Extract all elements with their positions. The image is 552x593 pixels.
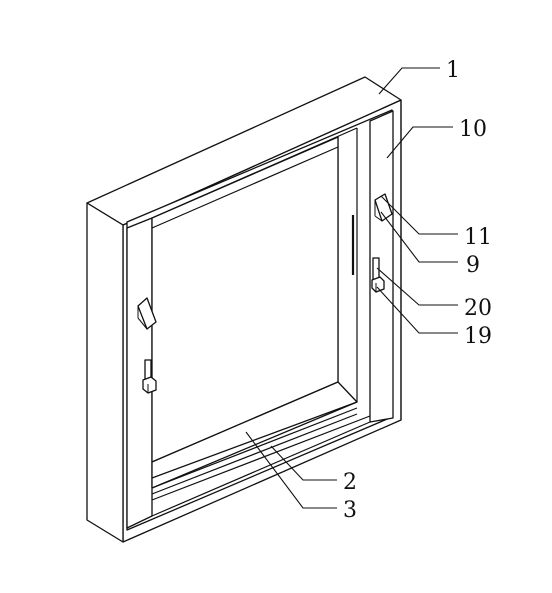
track-rail-line-1 [151, 407, 358, 489]
track-rail-line-3 [151, 415, 371, 501]
left-bracket-body [137, 297, 157, 330]
label-2: 2 [343, 470, 357, 495]
leader-10 [386, 126, 453, 159]
left-latch [142, 359, 157, 394]
leader-19 [376, 286, 458, 334]
label-10: 10 [459, 117, 487, 142]
label-11: 11 [464, 225, 492, 250]
left-bracket [137, 297, 157, 330]
leader-lines [245, 67, 458, 509]
leader-11 [380, 195, 458, 235]
right-rail-face [369, 110, 394, 423]
label-3: 3 [343, 498, 357, 523]
left-latch-block [142, 376, 157, 394]
label-1: 1 [446, 58, 460, 83]
leader-20 [376, 267, 458, 306]
right-latch [371, 257, 385, 293]
reference-numerals: 1 10 11 9 20 19 2 3 [343, 58, 492, 523]
right-bracket-foot [374, 215, 383, 222]
track-rail-line-2 [151, 413, 358, 495]
left-bracket-foot [137, 317, 148, 330]
label-9: 9 [466, 253, 480, 278]
right-latch-block [371, 276, 385, 293]
leader-1 [378, 67, 440, 95]
frame-left-face [86, 202, 124, 543]
leader-9 [380, 211, 458, 263]
track-base-line [151, 421, 371, 517]
right-rail [337, 110, 394, 423]
pane-top-edge [151, 146, 339, 229]
bottom-tracks [151, 381, 371, 517]
track-upper-line [151, 401, 358, 479]
label-19: 19 [464, 324, 492, 349]
leader-3 [245, 431, 337, 509]
label-20: 20 [464, 296, 492, 321]
leader-2 [270, 445, 337, 481]
